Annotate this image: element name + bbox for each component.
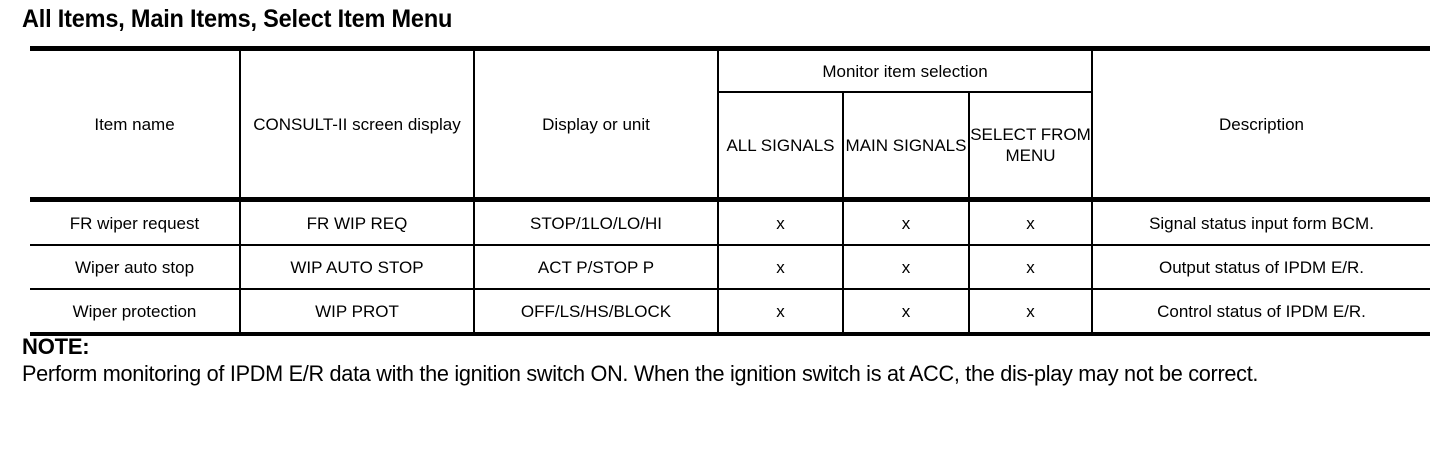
column-header-monitor-item-selection: Monitor item selection [718, 46, 1093, 93]
table-row: Wiper protection WIP PROT OFF/LS/HS/BLOC… [30, 289, 1430, 336]
cell-screen-display: WIP AUTO STOP [240, 245, 475, 290]
column-header-main-signals: MAIN SIGNALS [843, 92, 970, 200]
column-header-all-signals: ALL SIGNALS [718, 92, 844, 200]
cell-main-signals: x [843, 245, 970, 290]
cell-item-name: Wiper protection [30, 289, 241, 336]
column-header-select-from-menu: SELECT FROM MENU [969, 92, 1093, 200]
table-body: FR wiper request FR WIP REQ STOP/1LO/LO/… [30, 197, 1430, 336]
cell-display-or-unit: STOP/1LO/LO/HI [474, 197, 719, 246]
table-row: FR wiper request FR WIP REQ STOP/1LO/LO/… [30, 197, 1430, 246]
table-head: Item name CONSULT-II screen display Disp… [30, 46, 1430, 200]
cell-main-signals: x [843, 197, 970, 246]
cell-select-from-menu: x [969, 197, 1093, 246]
monitor-item-table: Item name CONSULT-II screen display Disp… [30, 46, 1430, 336]
note-block: NOTE: Perform monitoring of IPDM E/R dat… [22, 334, 1442, 387]
cell-all-signals: x [718, 245, 844, 290]
cell-screen-display: WIP PROT [240, 289, 475, 336]
cell-description: Control status of IPDM E/R. [1092, 289, 1430, 336]
column-header-consult-screen-display: CONSULT-II screen display [240, 46, 475, 200]
note-text: Perform monitoring of IPDM E/R data with… [22, 361, 1259, 386]
cell-item-name: FR wiper request [30, 197, 241, 246]
column-header-display-or-unit: Display or unit [474, 46, 719, 200]
column-header-item-name: Item name [30, 46, 241, 200]
table-row: Wiper auto stop WIP AUTO STOP ACT P/STOP… [30, 245, 1430, 290]
cell-all-signals: x [718, 197, 844, 246]
cell-display-or-unit: OFF/LS/HS/BLOCK [474, 289, 719, 336]
cell-item-name: Wiper auto stop [30, 245, 241, 290]
cell-description: Output status of IPDM E/R. [1092, 245, 1430, 290]
cell-main-signals: x [843, 289, 970, 336]
note-label: NOTE: [22, 334, 90, 359]
column-header-description: Description [1092, 46, 1430, 200]
cell-screen-display: FR WIP REQ [240, 197, 475, 246]
cell-select-from-menu: x [969, 245, 1093, 290]
cell-all-signals: x [718, 289, 844, 336]
header-row-sub: ALL SIGNALS MAIN SIGNALS SELECT FROM MEN… [30, 92, 1430, 200]
cell-display-or-unit: ACT P/STOP P [474, 245, 719, 290]
header-row-group: Item name CONSULT-II screen display Disp… [30, 46, 1430, 200]
cell-description: Signal status input form BCM. [1092, 197, 1430, 246]
page-title: All Items, Main Items, Select Item Menu [22, 5, 453, 33]
cell-select-from-menu: x [969, 289, 1093, 336]
